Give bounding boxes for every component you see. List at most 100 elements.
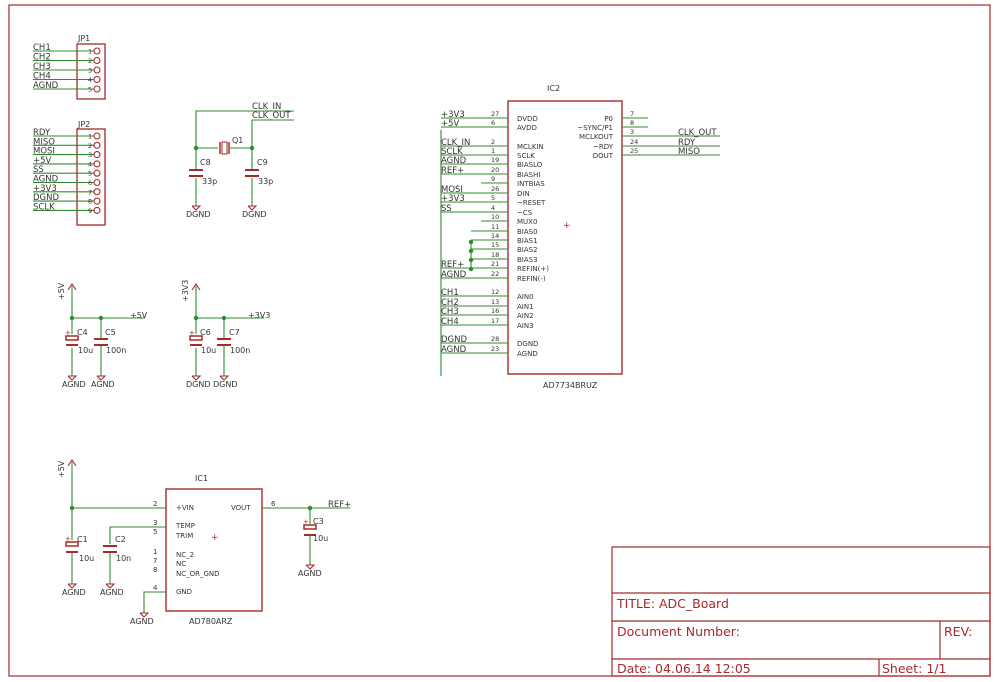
ic2-net-label: +3V3 bbox=[441, 110, 465, 120]
ic1-trim-num: 5 bbox=[153, 528, 157, 536]
jp2-net-label: +5V bbox=[33, 156, 52, 166]
jp2-pin-number: 1 bbox=[88, 133, 92, 141]
c4-gnd-label: AGND bbox=[62, 380, 86, 389]
ic2-pin-name: DOUT bbox=[593, 152, 614, 160]
svg-text:+: + bbox=[563, 221, 571, 231]
c9-gnd-label: DGND bbox=[242, 210, 267, 219]
ic2-pin-name: SCLK bbox=[517, 152, 535, 160]
ic2-net-label: REF+ bbox=[441, 166, 464, 176]
ic2-pin-name: MCLKIN bbox=[517, 143, 544, 151]
jp2-pin-number: 6 bbox=[88, 179, 92, 187]
jp2-connector: JP2 1RDY2MISO3MOSI4+5V5SS6AGND7+3V38DGND… bbox=[33, 120, 106, 226]
ic2-net-label: MOSI bbox=[441, 185, 463, 195]
jp1-name: JP1 bbox=[77, 34, 90, 43]
ic2-pin-name: BIAS2 bbox=[517, 246, 538, 254]
decoupling-3v3: +3V3 +3V3 C6 10u C7 100n DGND DGND + bbox=[181, 280, 270, 389]
ic2-pin-name: ~SYNC/P1 bbox=[577, 124, 613, 132]
ic2-pin-name: REFIN(-) bbox=[517, 275, 546, 283]
c5-label: C5 bbox=[105, 328, 116, 337]
ic2-net-label: MISO bbox=[678, 147, 700, 157]
svg-text:+: + bbox=[303, 518, 309, 526]
ic2-pin-number: 18 bbox=[491, 251, 499, 259]
clk-in-net: CLK_IN bbox=[252, 102, 281, 112]
c1-gnd-label: AGND bbox=[62, 588, 86, 597]
ic2-pin-number: 11 bbox=[491, 223, 499, 231]
ic2-pin-name: AVDD bbox=[517, 124, 537, 132]
svg-text:+: + bbox=[211, 533, 219, 543]
ic1-trim-pin: TRIM bbox=[175, 532, 193, 540]
ic2-pin-name: P0 bbox=[604, 115, 613, 123]
ic2-adc: + IC2 AD7734BRUZ 27DVDD+3V36AVDD+5V2MCLK… bbox=[440, 84, 720, 390]
title-block bbox=[611, 546, 991, 677]
ref-plus-net: REF+ bbox=[328, 500, 351, 510]
c5-value: 100n bbox=[106, 346, 126, 355]
ic2-pin-number: 22 bbox=[491, 270, 499, 278]
ic2-pin-name: AIN0 bbox=[517, 293, 534, 301]
c2-gnd-label: AGND bbox=[100, 588, 124, 597]
ic2-net-label: SCLK bbox=[441, 147, 463, 157]
c1-value: 10u bbox=[79, 554, 94, 563]
jp2-net-label: +3V3 bbox=[33, 184, 57, 194]
title-text: TITLE: ADC_Board bbox=[616, 596, 729, 611]
document-number-label: Document Number: bbox=[617, 624, 740, 639]
c1-label: C1 bbox=[77, 535, 88, 544]
ic2-pin-name: MUX0 bbox=[517, 218, 537, 226]
c4-value: 10u bbox=[78, 346, 93, 355]
jp2-pin-number: 4 bbox=[88, 160, 92, 168]
ic2-name: IC2 bbox=[547, 84, 560, 93]
supply-5v-right-label: +5V bbox=[130, 311, 148, 320]
ic2-part: AD7734BRUZ bbox=[543, 381, 598, 390]
supply-3v3-label: +3V3 bbox=[181, 280, 190, 302]
ic2-net-label: REF+ bbox=[441, 260, 464, 270]
ic2-net-label: +5V bbox=[441, 119, 460, 129]
jp1-net-label: CH2 bbox=[33, 53, 51, 63]
jp2-net-label: MOSI bbox=[33, 147, 55, 157]
ic2-pin-name: AIN2 bbox=[517, 312, 534, 320]
ic2-pin-name: BIASLO bbox=[517, 161, 543, 169]
jp1-net-label: CH3 bbox=[33, 62, 51, 72]
jp2-pin-number: 8 bbox=[88, 198, 92, 206]
ic1-nc-pin: NC bbox=[176, 560, 186, 568]
ic2-pin-name: BIAS0 bbox=[517, 228, 538, 236]
ic1-nc2-pin: NC_2 bbox=[176, 551, 194, 559]
decoupling-5v: +5V +5V C4 10u C5 100n AGND AGND + bbox=[57, 282, 148, 389]
ic2-pin-number: 15 bbox=[491, 241, 499, 249]
c2-label: C2 bbox=[115, 535, 126, 544]
ic2-pin-name: BIAS1 bbox=[517, 237, 538, 245]
jp2-net-label: SCLK bbox=[33, 202, 55, 212]
jp2-pin-number: 5 bbox=[88, 170, 92, 178]
c6-value: 10u bbox=[201, 346, 216, 355]
jp1-net-label: CH4 bbox=[33, 72, 51, 82]
ic1-gnd-pin: GND bbox=[176, 588, 192, 596]
crystal-section: CLK_IN CLK_OUT Q1 C8 33p C9 33p DGND DGN… bbox=[186, 102, 294, 219]
ic2-pin-number: 21 bbox=[491, 260, 499, 268]
ic2-pin-number: 23 bbox=[491, 345, 499, 353]
c9-value: 33p bbox=[258, 177, 273, 186]
ic2-pin-number: 25 bbox=[630, 147, 638, 155]
c5-gnd-label: AGND bbox=[91, 380, 115, 389]
ic2-pin-name: BIASHI bbox=[517, 171, 540, 179]
q1-label: Q1 bbox=[232, 136, 243, 145]
ic2-pin-number: 8 bbox=[630, 119, 634, 127]
ic2-pin-number: 17 bbox=[491, 317, 499, 325]
ic1-part: AD780ARZ bbox=[189, 617, 233, 626]
jp2-pin-number: 9 bbox=[88, 207, 92, 215]
ic1-gnd-label: AGND bbox=[130, 617, 154, 626]
jp1-pin-number: 5 bbox=[88, 86, 92, 94]
ic2-net-label: CH2 bbox=[441, 298, 459, 308]
jp2-pin-number: 2 bbox=[88, 142, 92, 150]
ic1-reference: + ++ 2 3 bbox=[57, 459, 351, 626]
jp1-net-label: AGND bbox=[33, 81, 59, 91]
ic2-pin-name: BIAS3 bbox=[517, 256, 538, 264]
jp1-pin-number: 2 bbox=[88, 57, 92, 65]
jp2-pin-number: 7 bbox=[88, 188, 92, 196]
ic1-vout-num: 6 bbox=[271, 500, 276, 508]
ic2-net-label: AGND bbox=[441, 156, 467, 166]
sheet-frame bbox=[8, 4, 991, 677]
ic2-net-label: RDY bbox=[678, 138, 696, 148]
ic2-net-label: CLK_IN bbox=[441, 138, 470, 148]
c7-value: 100n bbox=[230, 346, 250, 355]
ic2-pin-number: 14 bbox=[491, 232, 499, 240]
ic2-pin-number: 27 bbox=[491, 110, 499, 118]
ic1-nc2-num: 1 bbox=[153, 548, 157, 556]
